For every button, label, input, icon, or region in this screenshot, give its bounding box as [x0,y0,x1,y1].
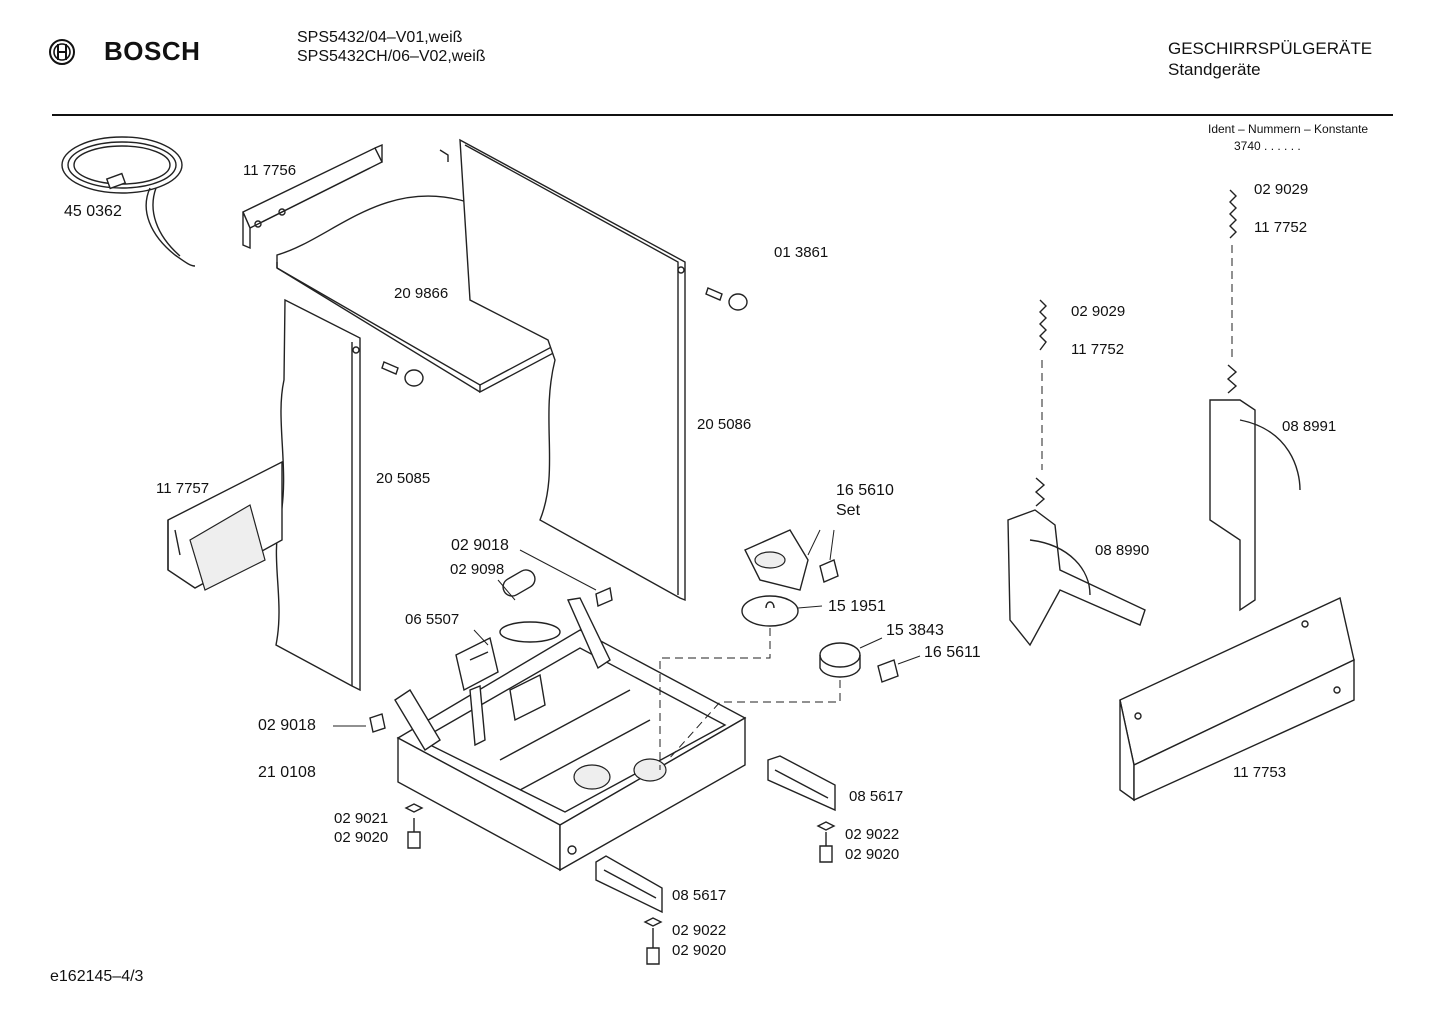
label-029022-right: 02 9022 [845,826,900,843]
label-210108: 21 0108 [258,764,316,781]
ident-label: Ident – Nummern – Konstante [1208,122,1369,136]
label-117757: 11 7757 [156,480,210,497]
model-line-2: SPS5432CH/06–V02,weiß [297,48,486,65]
back-panel-part [439,138,686,602]
label-165610: 16 5610 [836,482,894,499]
label-085617-right: 08 5617 [849,788,904,805]
label-029029-right: 02 9029 [1254,181,1309,198]
document-id: e162145–4/3 [50,968,144,985]
label-085617-bottom: 08 5617 [672,887,727,904]
label-013861: 01 3861 [774,244,829,261]
foot-screw-part-left [404,803,424,849]
rail-part-117756 [242,143,383,250]
dispenser-part-165610 [744,529,839,591]
bracket-part-085617-right [767,755,836,863]
hinge-part-088991 [1209,189,1301,612]
label-205086: 20 5086 [697,416,752,433]
label-165611: 16 5611 [924,644,981,661]
label-029022-bottom: 02 9022 [672,922,727,939]
spacer-part-029018-lower [333,713,386,733]
label-029020-bottom: 02 9020 [672,942,727,959]
label-209866: 20 9866 [394,285,449,302]
label-065507: 06 5507 [405,611,460,628]
label-450362: 45 0362 [64,203,122,220]
power-cord-part [61,136,196,267]
label-set: Set [836,502,861,519]
side-rail-part-117757 [167,460,283,591]
label-029020-left: 02 9020 [334,829,389,846]
header-rule [52,114,1393,116]
label-088990: 08 8990 [1095,542,1150,559]
label-029018-lower: 02 9018 [258,717,316,734]
label-205085: 20 5085 [376,470,431,487]
label-117752-left: 11 7752 [1071,341,1125,358]
label-153843: 15 3843 [886,622,944,639]
ident-value: 3740 . . . . . . [1234,139,1301,153]
clip-part-165611 [877,655,921,683]
screw-cap-part-013861 [381,287,748,387]
float-part-029098 [497,569,561,643]
label-117756: 11 7756 [243,162,297,179]
label-088991: 08 8991 [1282,418,1337,435]
side-panel-part [275,298,361,692]
cap-part-153843 [667,637,883,761]
subcategory-title: Standgeräte [1168,60,1261,79]
label-117752-right: 11 7752 [1254,219,1308,236]
label-151951: 15 1951 [828,598,886,615]
lid-part-151951 [659,595,823,770]
label-029029-left: 02 9029 [1071,303,1126,320]
label-029020-right: 02 9020 [845,846,900,863]
label-029018-upper: 02 9018 [451,537,509,554]
bosch-logo-icon [48,38,76,71]
bracket-part-085617-bottom [595,855,663,965]
switch-part-065507 [455,629,499,692]
hinge-part-088990 [1007,299,1146,647]
label-029021: 02 9021 [334,810,389,827]
kickplate-part-117753 [1119,597,1355,802]
label-117753: 11 7753 [1233,764,1287,781]
brand-name: BOSCH [104,36,201,66]
model-line-1: SPS5432/04–V01,weiß [297,29,463,46]
category-title: GESCHIRRSPÜLGERÄTE [1168,39,1373,58]
spacer-part-029018-upper [519,549,613,607]
base-tub-part [394,597,747,872]
label-029098: 02 9098 [450,561,505,578]
